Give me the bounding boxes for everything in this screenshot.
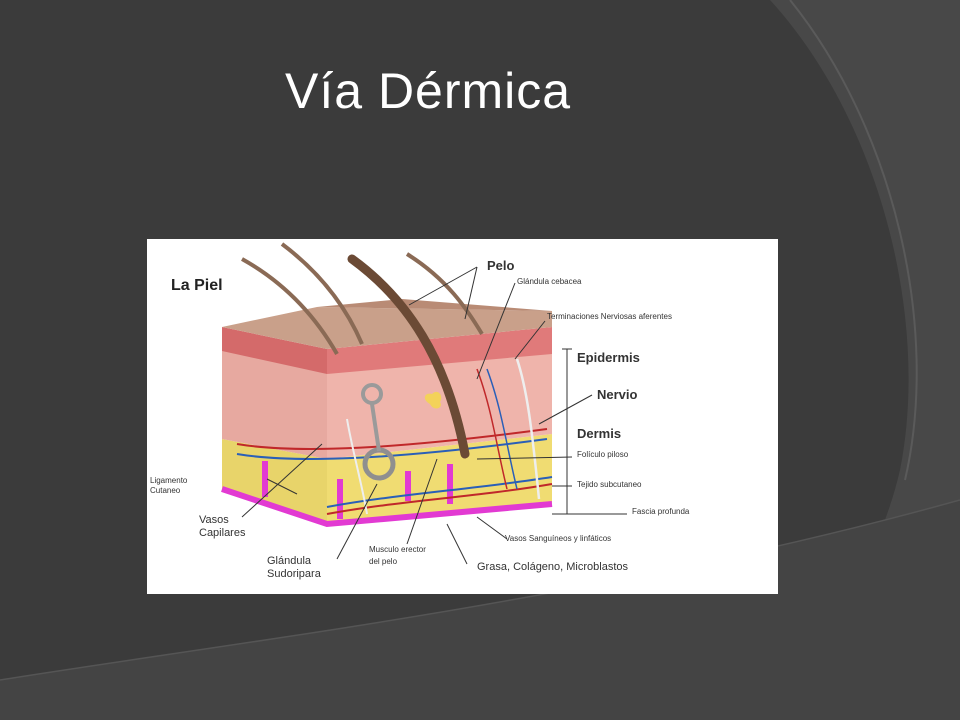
label-terminaciones-nerviosas: Terminaciones Nerviosas aferentes	[547, 312, 672, 321]
label-foliculo-piloso: Folículo piloso	[577, 450, 629, 459]
label-grasa-colageno: Grasa, Colágeno, Microblastos	[477, 561, 629, 573]
label-pelo: Pelo	[487, 258, 515, 273]
label-glandula-sudoripara-line1: Glándula	[267, 555, 312, 567]
label-dermis: Dermis	[577, 426, 622, 441]
figure-title: La Piel	[171, 277, 223, 294]
label-glandula-cebacea: Glándula cebacea	[517, 277, 582, 286]
label-vasos-sanguineos: Vasos Sanguíneos y linfáticos	[505, 534, 612, 543]
skin-cross-section-illustration	[221, 242, 627, 565]
label-nervio: Nervio	[597, 387, 638, 402]
skin-diagram-figure: La Piel Pelo Glándula cebacea Terminacio…	[147, 239, 778, 594]
slide-title: Vía Dérmica	[285, 63, 572, 119]
label-vasos-capilares-line1: Vasos	[199, 514, 229, 526]
label-tejido-subcutaneo: Tejido subcutaneo	[577, 480, 642, 489]
label-musculo-erector-line1: Musculo erector	[369, 545, 426, 554]
label-ligamento-line2: Cutaneo	[150, 486, 181, 495]
label-vasos-capilares-line2: Capilares	[199, 527, 246, 539]
label-ligamento-line1: Ligamento	[150, 476, 188, 485]
label-fascia-profunda: Fascia profunda	[632, 507, 690, 516]
label-musculo-erector-line2: del pelo	[369, 557, 398, 566]
label-epidermis: Epidermis	[577, 350, 640, 365]
label-glandula-sudoripara-line2: Sudoripara	[267, 568, 321, 580]
